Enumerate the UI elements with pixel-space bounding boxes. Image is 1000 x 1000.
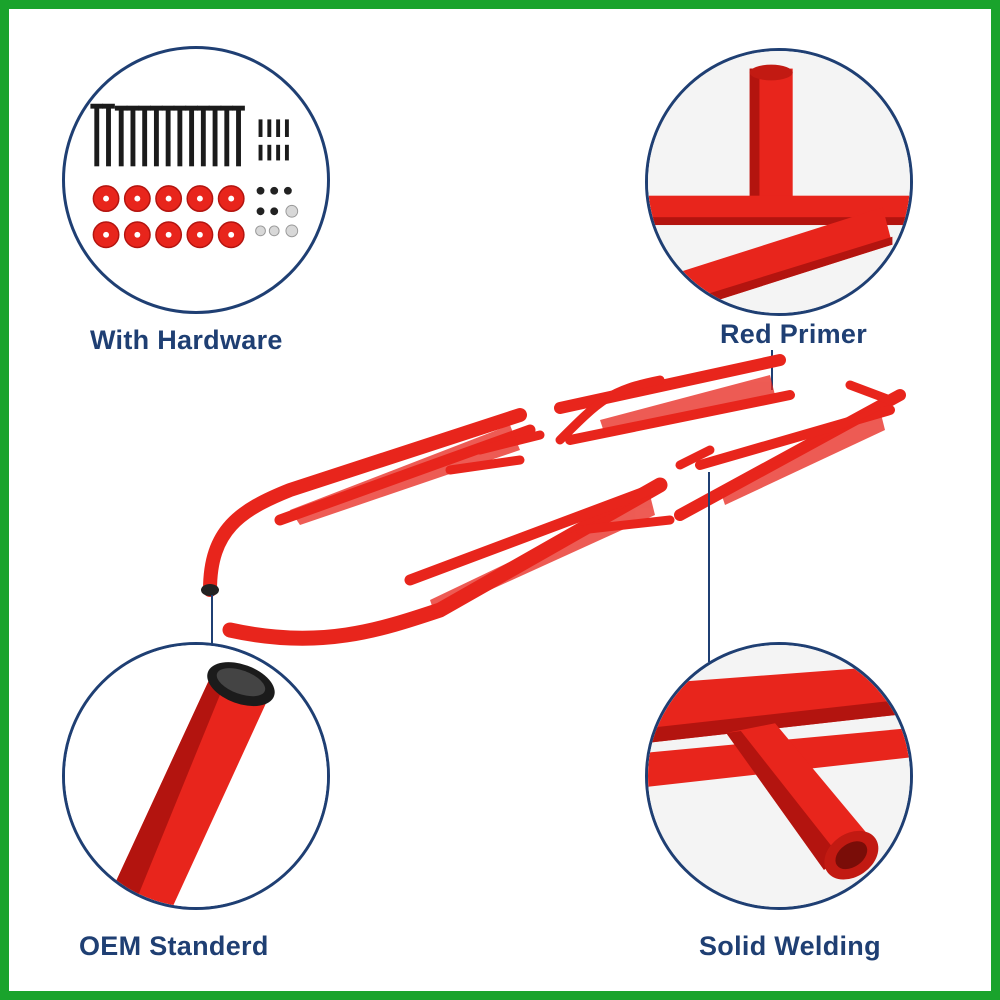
- tube-joint-icon: [648, 51, 910, 313]
- primer-leader-line: [771, 350, 773, 390]
- welded-joint-icon: [648, 645, 910, 907]
- primer-caption: Red Primer: [720, 319, 868, 349]
- nerf-bar-set-illustration: [180, 340, 920, 670]
- hardware-caption: With Hardware: [90, 325, 283, 355]
- oem-leader-line: [211, 595, 213, 645]
- hardware-kit-icon: [90, 103, 299, 249]
- welding-bubble: [645, 642, 913, 910]
- hardware-bubble: [62, 46, 330, 314]
- primer-bubble: [645, 48, 913, 316]
- welding-leader-line: [708, 472, 710, 662]
- oem-bubble: [62, 642, 330, 910]
- capped-tube-icon: [65, 645, 327, 907]
- oem-caption: OEM Standerd: [79, 931, 269, 961]
- welding-caption: Solid Welding: [699, 931, 881, 961]
